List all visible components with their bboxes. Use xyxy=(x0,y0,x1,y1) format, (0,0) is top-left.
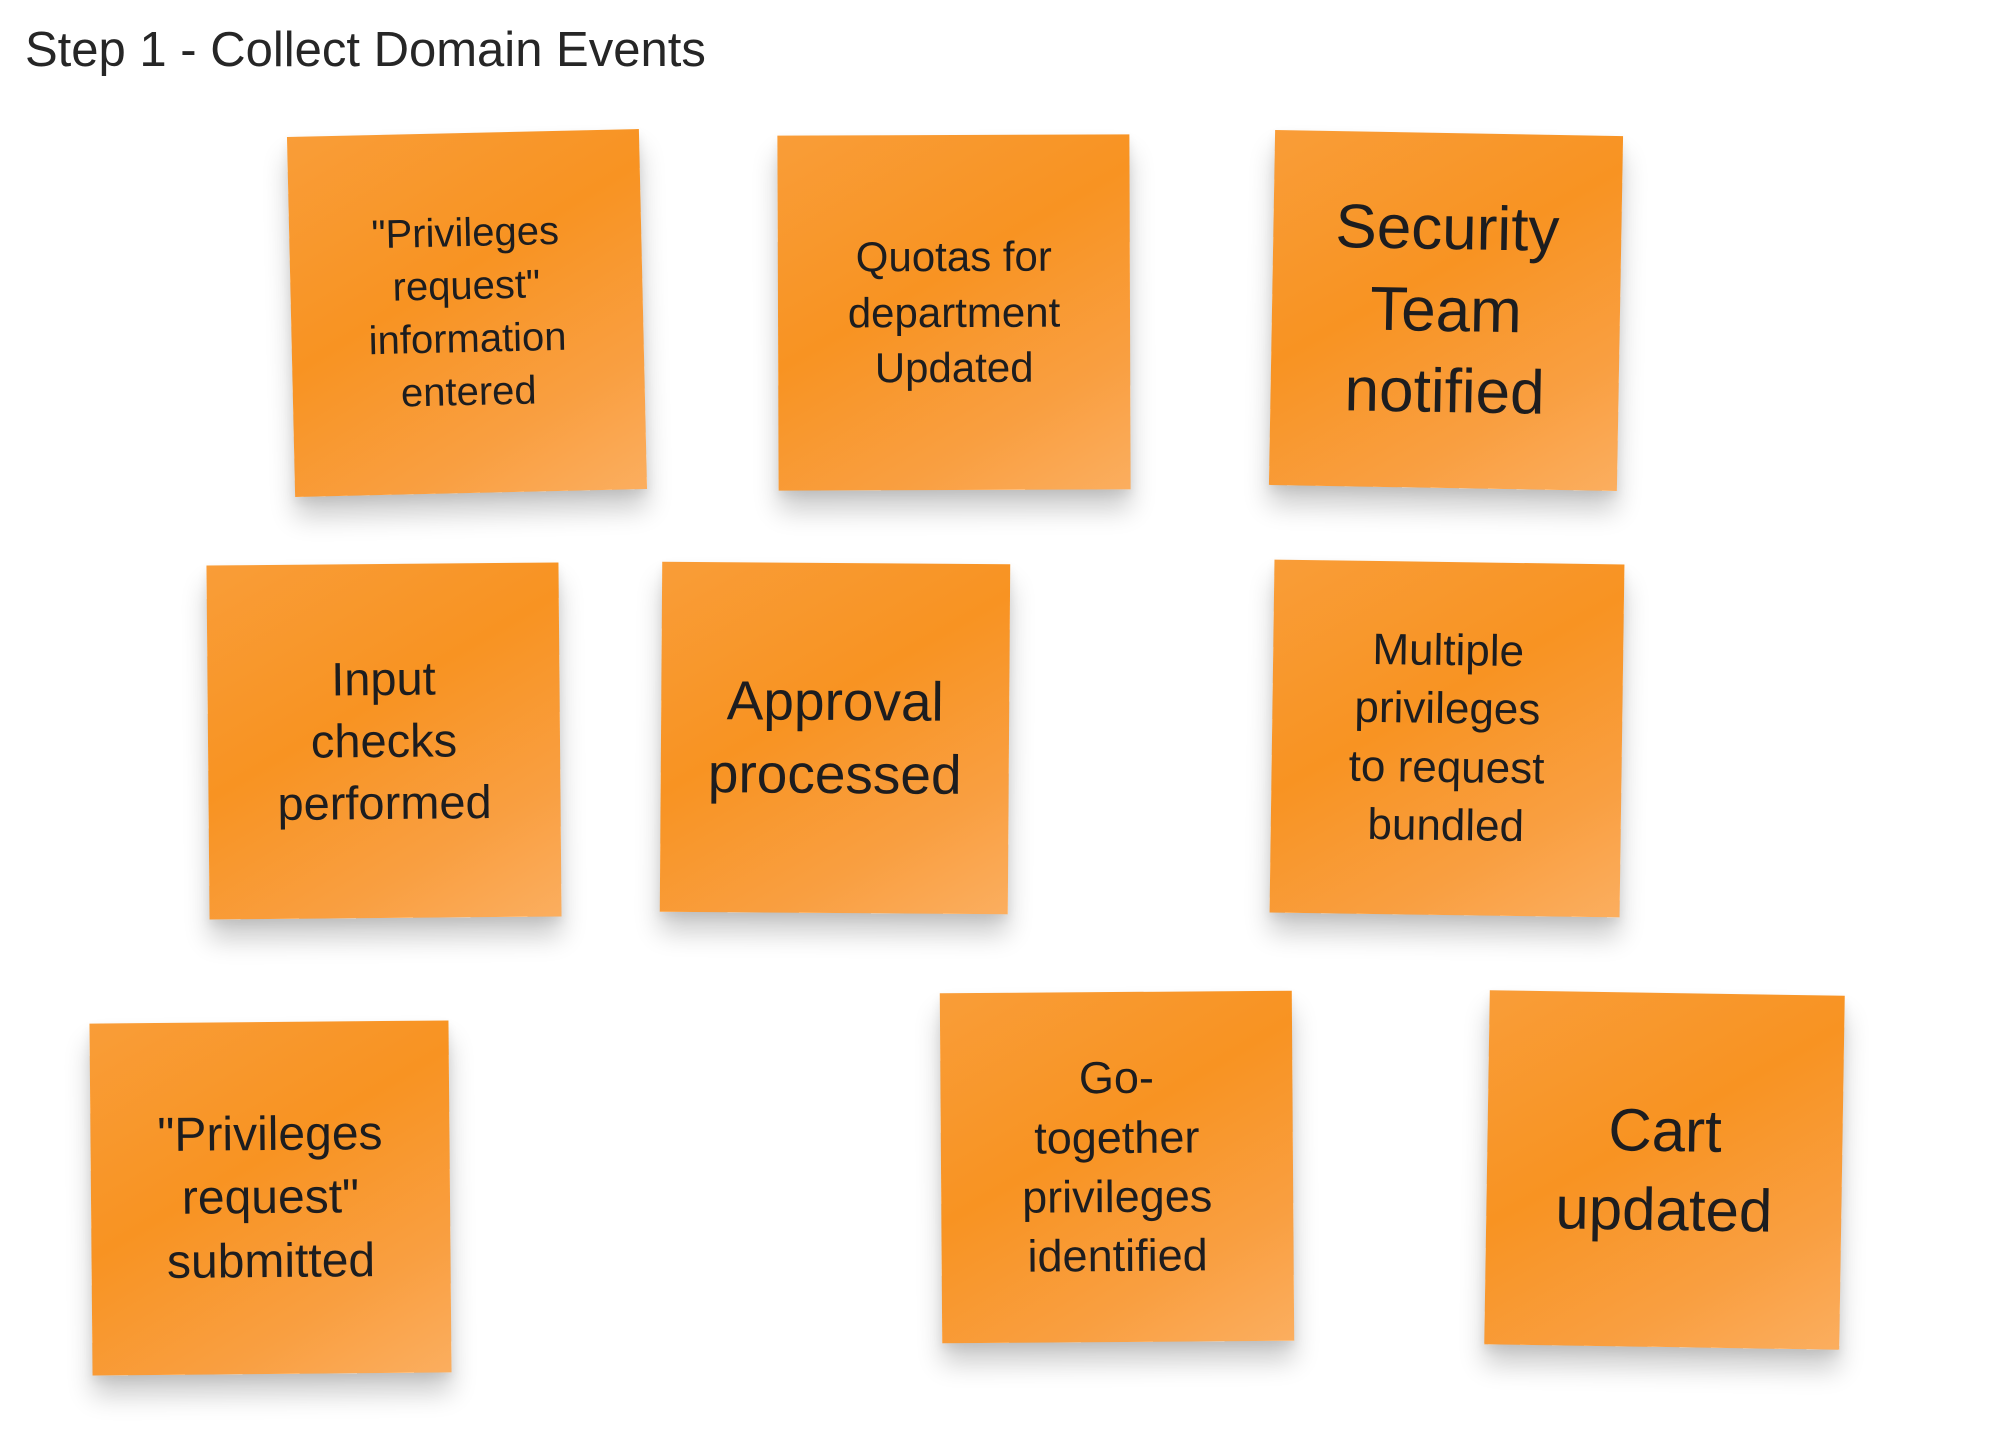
sticky-note-text: Approval processed xyxy=(707,669,962,806)
sticky-note-security-team-notified[interactable]: Security Team notified xyxy=(1268,129,1624,492)
sticky-note-text: Input checks performed xyxy=(277,651,492,830)
sticky-note-approval-processed[interactable]: Approval processed xyxy=(659,561,1011,915)
board-title[interactable]: Step 1 - Collect Domain Events xyxy=(25,23,706,77)
sticky-note-quotas-for-department-updated[interactable]: Quotas for department Updated xyxy=(777,134,1131,491)
sticky-note-text: Quotas for department Updated xyxy=(847,233,1061,392)
sticky-note-cart-updated[interactable]: Cart updated xyxy=(1484,990,1845,1350)
sticky-note-text: "Privileges request" submitted xyxy=(157,1106,383,1289)
sticky-note-privileges-request-submitted[interactable]: "Privileges request" submitted xyxy=(89,1020,452,1376)
sticky-note-text: Cart updated xyxy=(1554,1095,1773,1245)
sticky-note-privileges-request-information-entered[interactable]: "Privileges request" information entered xyxy=(286,129,648,497)
sticky-note-text: Multiple privileges to request bundled xyxy=(1348,625,1545,851)
sticky-note-text: Go- together privileges identified xyxy=(1021,1051,1213,1283)
sticky-note-text: Security Team notified xyxy=(1334,191,1561,429)
sticky-note-multiple-privileges-bundled[interactable]: Multiple privileges to request bundled xyxy=(1269,559,1625,918)
sticky-note-go-together-privileges-identified[interactable]: Go- together privileges identified xyxy=(939,990,1295,1344)
sticky-note-text: "Privileges request" information entered xyxy=(368,209,568,416)
sticky-note-input-checks-performed[interactable]: Input checks performed xyxy=(206,562,562,920)
